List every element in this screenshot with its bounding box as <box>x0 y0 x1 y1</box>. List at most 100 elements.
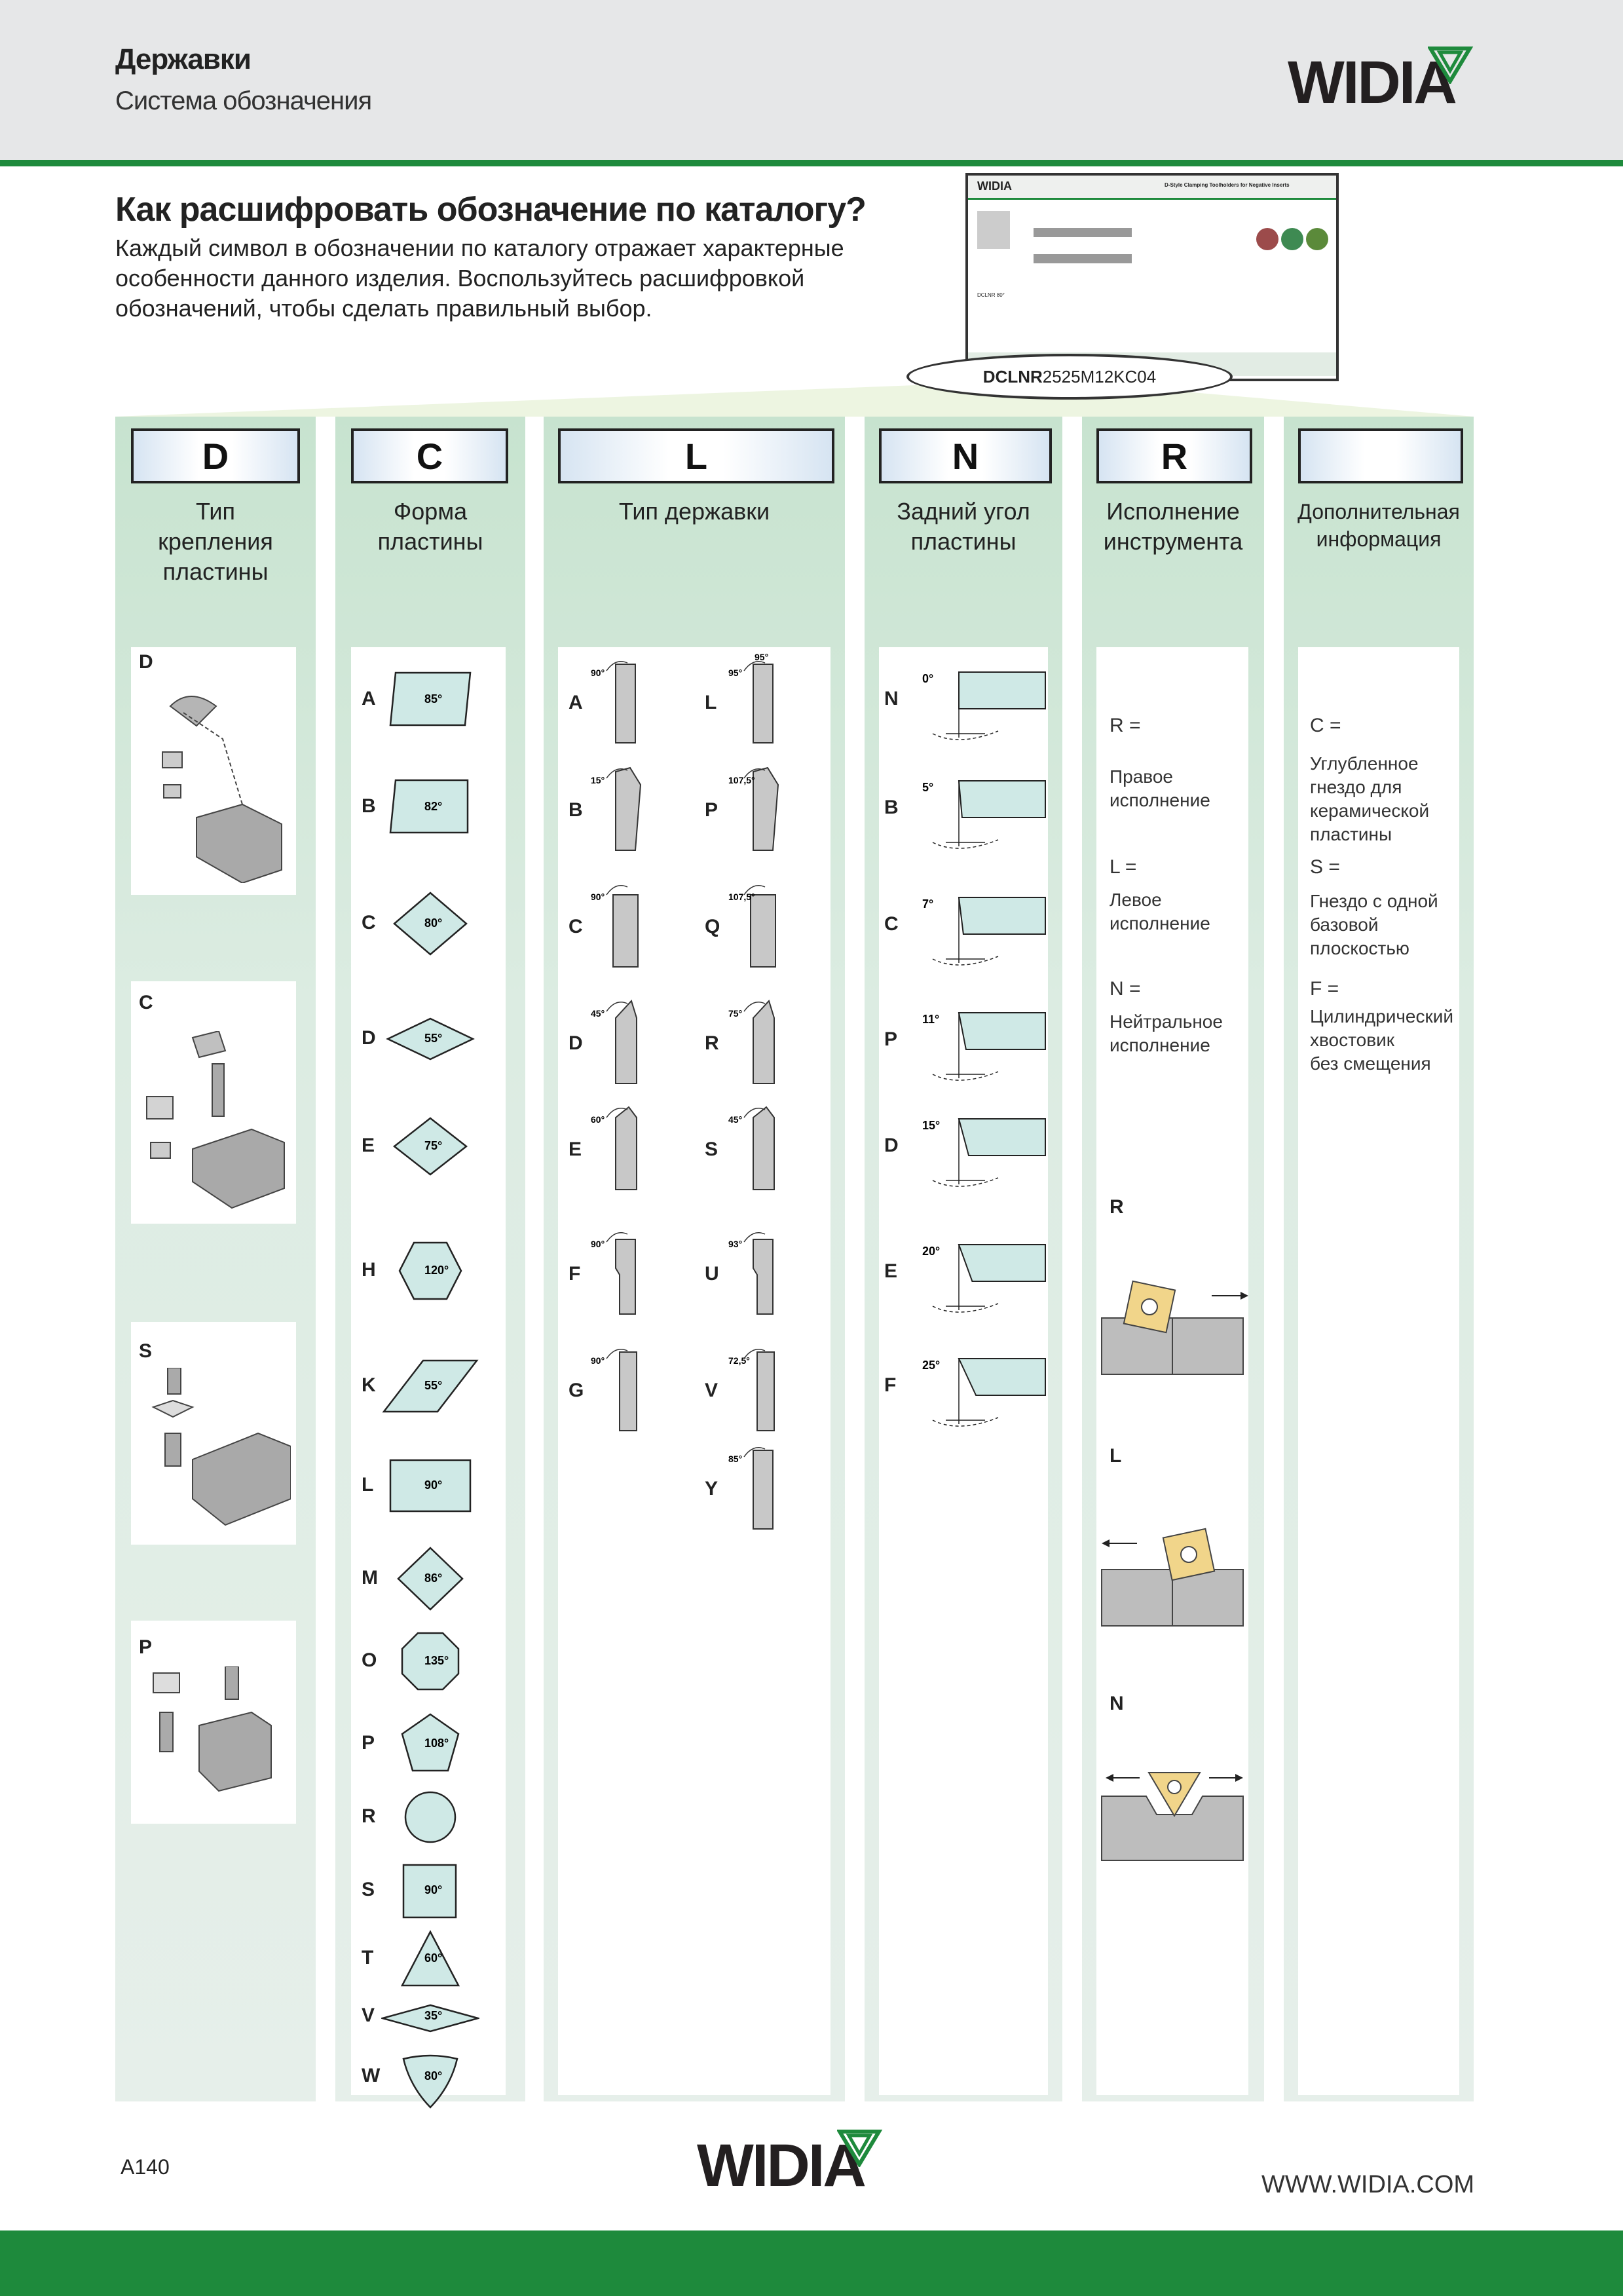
holder-b-outline: 15° <box>591 766 642 851</box>
hand-l-head: L = <box>1110 856 1137 878</box>
footer-url-text[interactable]: WWW.WIDIA.COM <box>1261 2171 1475 2198</box>
shape-b-outline: 82° <box>389 779 469 834</box>
label-holder: Тип державки <box>618 498 770 525</box>
shape-l-outline: 90° <box>389 1459 472 1513</box>
clearance-n-icon: 0° <box>917 666 1048 751</box>
shape-c-icon: 80° <box>381 888 479 960</box>
shape-d-icon: 55° <box>381 1003 479 1075</box>
holder-v-outline: 72,5° <box>728 1349 775 1431</box>
shape-l-icon: 90° <box>381 1450 479 1522</box>
clearance-b-drawing: 5° <box>922 780 1046 849</box>
holder-e-icon: 60° <box>589 1098 662 1196</box>
holder-angle-label: 15° <box>591 775 605 785</box>
shape-h-outline: 120° <box>398 1241 462 1300</box>
letter-box-r: R <box>1096 428 1252 483</box>
clearance-c-icon: 7° <box>917 891 1048 976</box>
thumb-drawing <box>1034 228 1132 263</box>
shape-code-d: D <box>362 1027 376 1049</box>
shape-code-k: K <box>362 1374 376 1396</box>
holder-angle-label: 95° <box>728 668 742 678</box>
shape-angle-label: 86° <box>424 1571 442 1585</box>
hand-r-drawing <box>1101 1280 1248 1375</box>
extra-f-text: Цилиндрический хвостовик без смещения <box>1310 1006 1454 1074</box>
extra-c-text: Углубленное гнездо для керамической плас… <box>1310 753 1430 844</box>
shape-angle-label: 108° <box>424 1737 449 1750</box>
hand-r-head: R = <box>1110 715 1141 736</box>
letter-box-d: D <box>131 428 300 483</box>
clearance-code-b: B <box>884 797 899 818</box>
holder-code-right-r: R <box>705 1032 719 1054</box>
letter-box-extra <box>1298 428 1463 483</box>
clamp-panel-p: P <box>131 1621 296 1824</box>
shape-code-w: W <box>362 2065 381 2086</box>
holder-angle2-label: 95° <box>755 652 768 662</box>
intro-question: Как расшифровать обозначение по каталогу… <box>115 191 867 229</box>
shape-p-outline: 108° <box>401 1713 460 1772</box>
shape-h-icon: 120° <box>381 1235 479 1307</box>
page-subtitle: Система обозначения <box>115 86 372 115</box>
shape-e-outline: 75° <box>392 1117 468 1176</box>
designation-ellipse: DCLNR2525M12KC04 <box>906 354 1233 400</box>
shape-angle-label: 85° <box>424 692 442 706</box>
designation-bold: DCLNR <box>982 367 1043 386</box>
clearance-p-drawing: 11° <box>922 1012 1046 1081</box>
holder-d-icon: 45° <box>589 992 662 1090</box>
shape-k-outline: 55° <box>382 1359 479 1413</box>
holder-p-outline: 107,5° <box>728 766 779 851</box>
holder-a-outline: 90° <box>591 661 636 743</box>
footer-logo: WIDIA <box>697 2130 893 2198</box>
shape-code-e: E <box>362 1135 375 1156</box>
clamp-panel-s: S <box>131 1322 296 1545</box>
shape-code-b: B <box>362 795 376 817</box>
holder-angle-label: 72,5° <box>728 1355 750 1366</box>
thumb-badge-1 <box>1256 228 1278 250</box>
holder-angle-label: 107,5° <box>728 775 755 785</box>
hand-r-label: R <box>1110 1196 1124 1218</box>
thumb-header <box>968 176 1336 200</box>
shape-r-icon <box>381 1781 479 1853</box>
shape-angle-label: 55° <box>424 1379 442 1392</box>
shape-t-outline: 60° <box>400 1930 460 1987</box>
thumb-badge-2 <box>1281 228 1303 250</box>
label-extra: Дополнительная информация <box>1297 500 1460 551</box>
holder-y-icon: 85° <box>727 1437 799 1535</box>
shape-angle-label: 135° <box>424 1654 449 1667</box>
holder-q-outline: 107,5° <box>728 885 776 968</box>
thumb-caption: DCLNR 80° <box>977 292 1005 298</box>
shape-code-s: S <box>362 1879 375 1900</box>
clearance-code-d: D <box>884 1135 899 1156</box>
holder-p-icon: 107,5° <box>727 759 799 857</box>
shape-angle-label: 90° <box>424 1883 442 1896</box>
hand-r-text: Правое исполнение <box>1110 766 1210 810</box>
shape-code-t: T <box>362 1947 374 1968</box>
hand-l-drawing <box>1101 1528 1244 1627</box>
holder-code-right-s: S <box>705 1139 718 1160</box>
shape-m-outline: 86° <box>397 1547 464 1611</box>
page-header <box>0 0 1623 162</box>
holder-angle-label: 75° <box>728 1008 742 1019</box>
holder-c-icon: 90° <box>589 875 662 973</box>
extra-f-head: F = <box>1310 978 1339 1000</box>
shape-code-a: A <box>362 688 376 709</box>
clearance-d-icon: 15° <box>917 1112 1048 1197</box>
clearance-angle-label: 5° <box>922 781 933 794</box>
shape-m-icon: 86° <box>381 1543 479 1615</box>
thumb-badge-3 <box>1306 228 1328 250</box>
holder-r-outline: 75° <box>728 1000 775 1084</box>
holder-code-left-e: E <box>569 1139 582 1160</box>
clearance-angle-label: 25° <box>922 1359 940 1372</box>
holder-u-icon: 93° <box>727 1222 799 1321</box>
shape-angle-label: 80° <box>424 2069 442 2082</box>
footer-url[interactable]: WWW.WIDIA.COM <box>1261 2171 1474 2199</box>
thumb-logo: WIDIA <box>977 179 1012 193</box>
shape-angle-label: 120° <box>424 1264 449 1277</box>
clearance-code-n: N <box>884 688 899 709</box>
holder-angle-label: 107,5° <box>728 892 755 902</box>
designation-rest: 2525M12KC04 <box>1042 367 1157 386</box>
shape-angle-label: 35° <box>424 2009 442 2022</box>
shape-b-icon: 82° <box>381 771 479 843</box>
holder-a-icon: 90° <box>589 651 662 749</box>
catalog-thumbnail: WIDIA D-Style Clamping Toolholders for N… <box>965 173 1339 381</box>
holder-q-icon: 107,5° <box>727 875 799 973</box>
holder-e-outline: 60° <box>591 1106 637 1190</box>
